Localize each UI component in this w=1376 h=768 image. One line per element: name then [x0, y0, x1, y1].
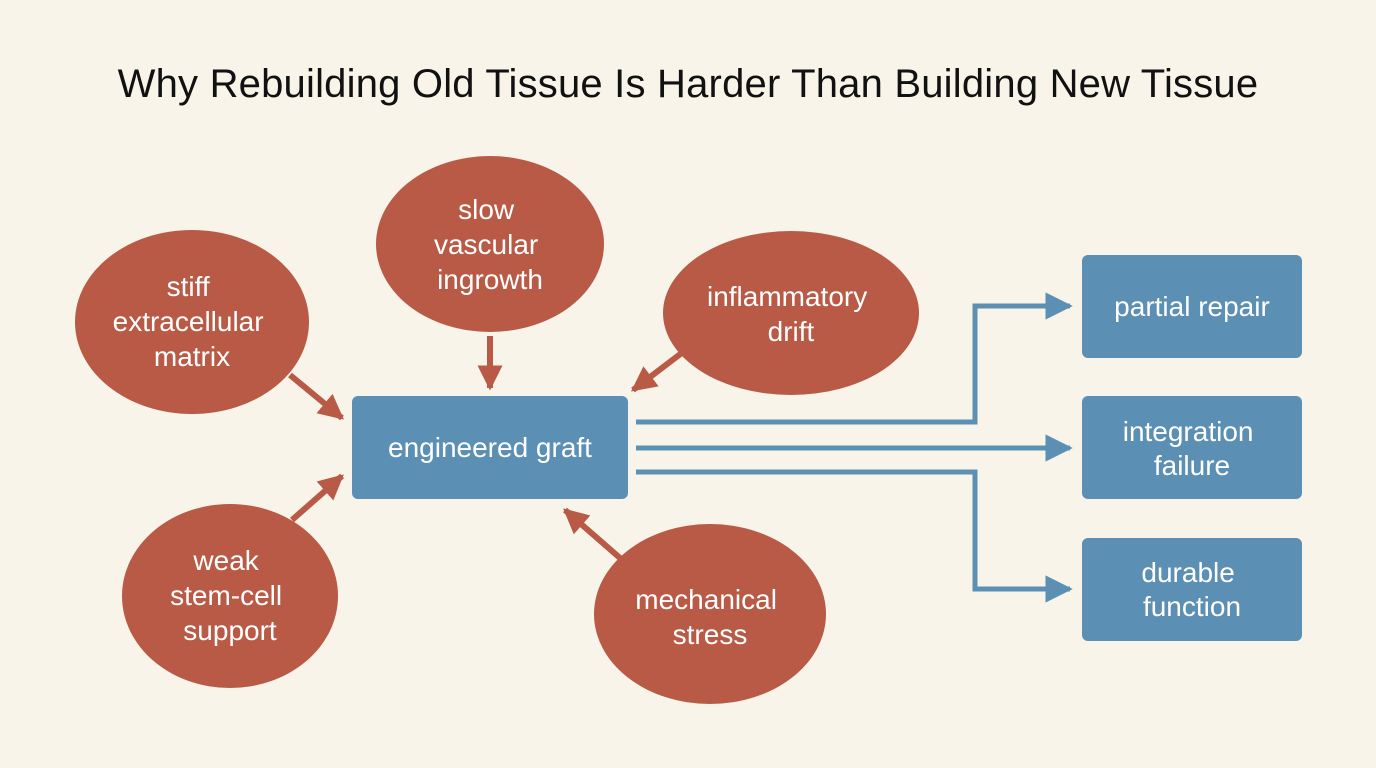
outcome-label-line: partial repair [1114, 291, 1270, 322]
factor-label: stiff extracellular matrix [113, 271, 272, 372]
center-label: engineered graft [388, 432, 592, 463]
factor-label-line: matrix [154, 341, 230, 372]
outcome-nodes: partial repair integration failure durab… [1082, 255, 1302, 641]
factor-label-line: drift [768, 316, 815, 347]
factor-node-slow-vascular: slow vascular ingrowth [376, 156, 604, 332]
arrow-graft-to-durable-function [636, 469, 1073, 603]
outcome-label-line: durable [1141, 557, 1234, 588]
factor-label-line: stress [673, 619, 748, 650]
factor-node-mechanical-stress: mechanical stress [594, 524, 826, 704]
factor-node-inflammatory-drift: inflammatory drift [663, 231, 919, 395]
arrow-stiff-matrix-to-graft [288, 372, 344, 421]
factor-label-line: weak [192, 545, 259, 576]
factor-label-line: stiff [167, 271, 210, 302]
factor-label-line: inflammatory [707, 281, 867, 312]
outcome-arrows [636, 292, 1073, 603]
factor-label: weak stem-cell support [170, 545, 290, 646]
outcome-label-line: failure [1154, 450, 1230, 481]
factor-label-line: stem-cell [170, 580, 282, 611]
arrow-weak-stem-cell-to-graft [290, 473, 344, 523]
outcome-node-integration-failure: integration failure [1082, 396, 1302, 499]
center-node-engineered-graft: engineered graft [352, 396, 628, 499]
factor-label: slow vascular ingrowth [434, 194, 546, 295]
factor-node-weak-stem-cell: weak stem-cell support [122, 504, 338, 688]
outcome-label: integration failure [1123, 416, 1262, 481]
diagram-title: Why Rebuilding Old Tissue Is Harder Than… [117, 62, 1259, 106]
factor-label-line: mechanical [635, 584, 777, 615]
factor-node-stiff-matrix: stiff extracellular matrix [75, 230, 309, 414]
factor-label-line: extracellular [113, 306, 264, 337]
factor-label-line: support [183, 615, 277, 646]
factor-label: mechanical stress [635, 584, 784, 650]
outcome-label-line: function [1143, 591, 1241, 622]
factor-label-line: slow [458, 194, 515, 225]
factor-arrows [288, 336, 685, 561]
arrow-graft-to-partial-repair [636, 292, 1073, 425]
outcome-label-line: integration [1123, 416, 1254, 447]
factor-label: inflammatory drift [707, 281, 875, 347]
arrow-mechanical-stress-to-graft [563, 507, 622, 561]
factor-label-line: ingrowth [437, 264, 543, 295]
outcome-node-partial-repair: partial repair [1082, 255, 1302, 358]
outcome-label: partial repair [1114, 291, 1270, 322]
factor-label-line: vascular [434, 229, 538, 260]
center-label-line: engineered graft [388, 432, 592, 463]
factor-nodes: stiff extracellular matrix slow vascular… [75, 156, 919, 704]
arrow-inflammatory-drift-to-graft [630, 349, 685, 393]
outcome-label: durable function [1141, 557, 1242, 622]
outcome-node-durable-function: durable function [1082, 538, 1302, 641]
